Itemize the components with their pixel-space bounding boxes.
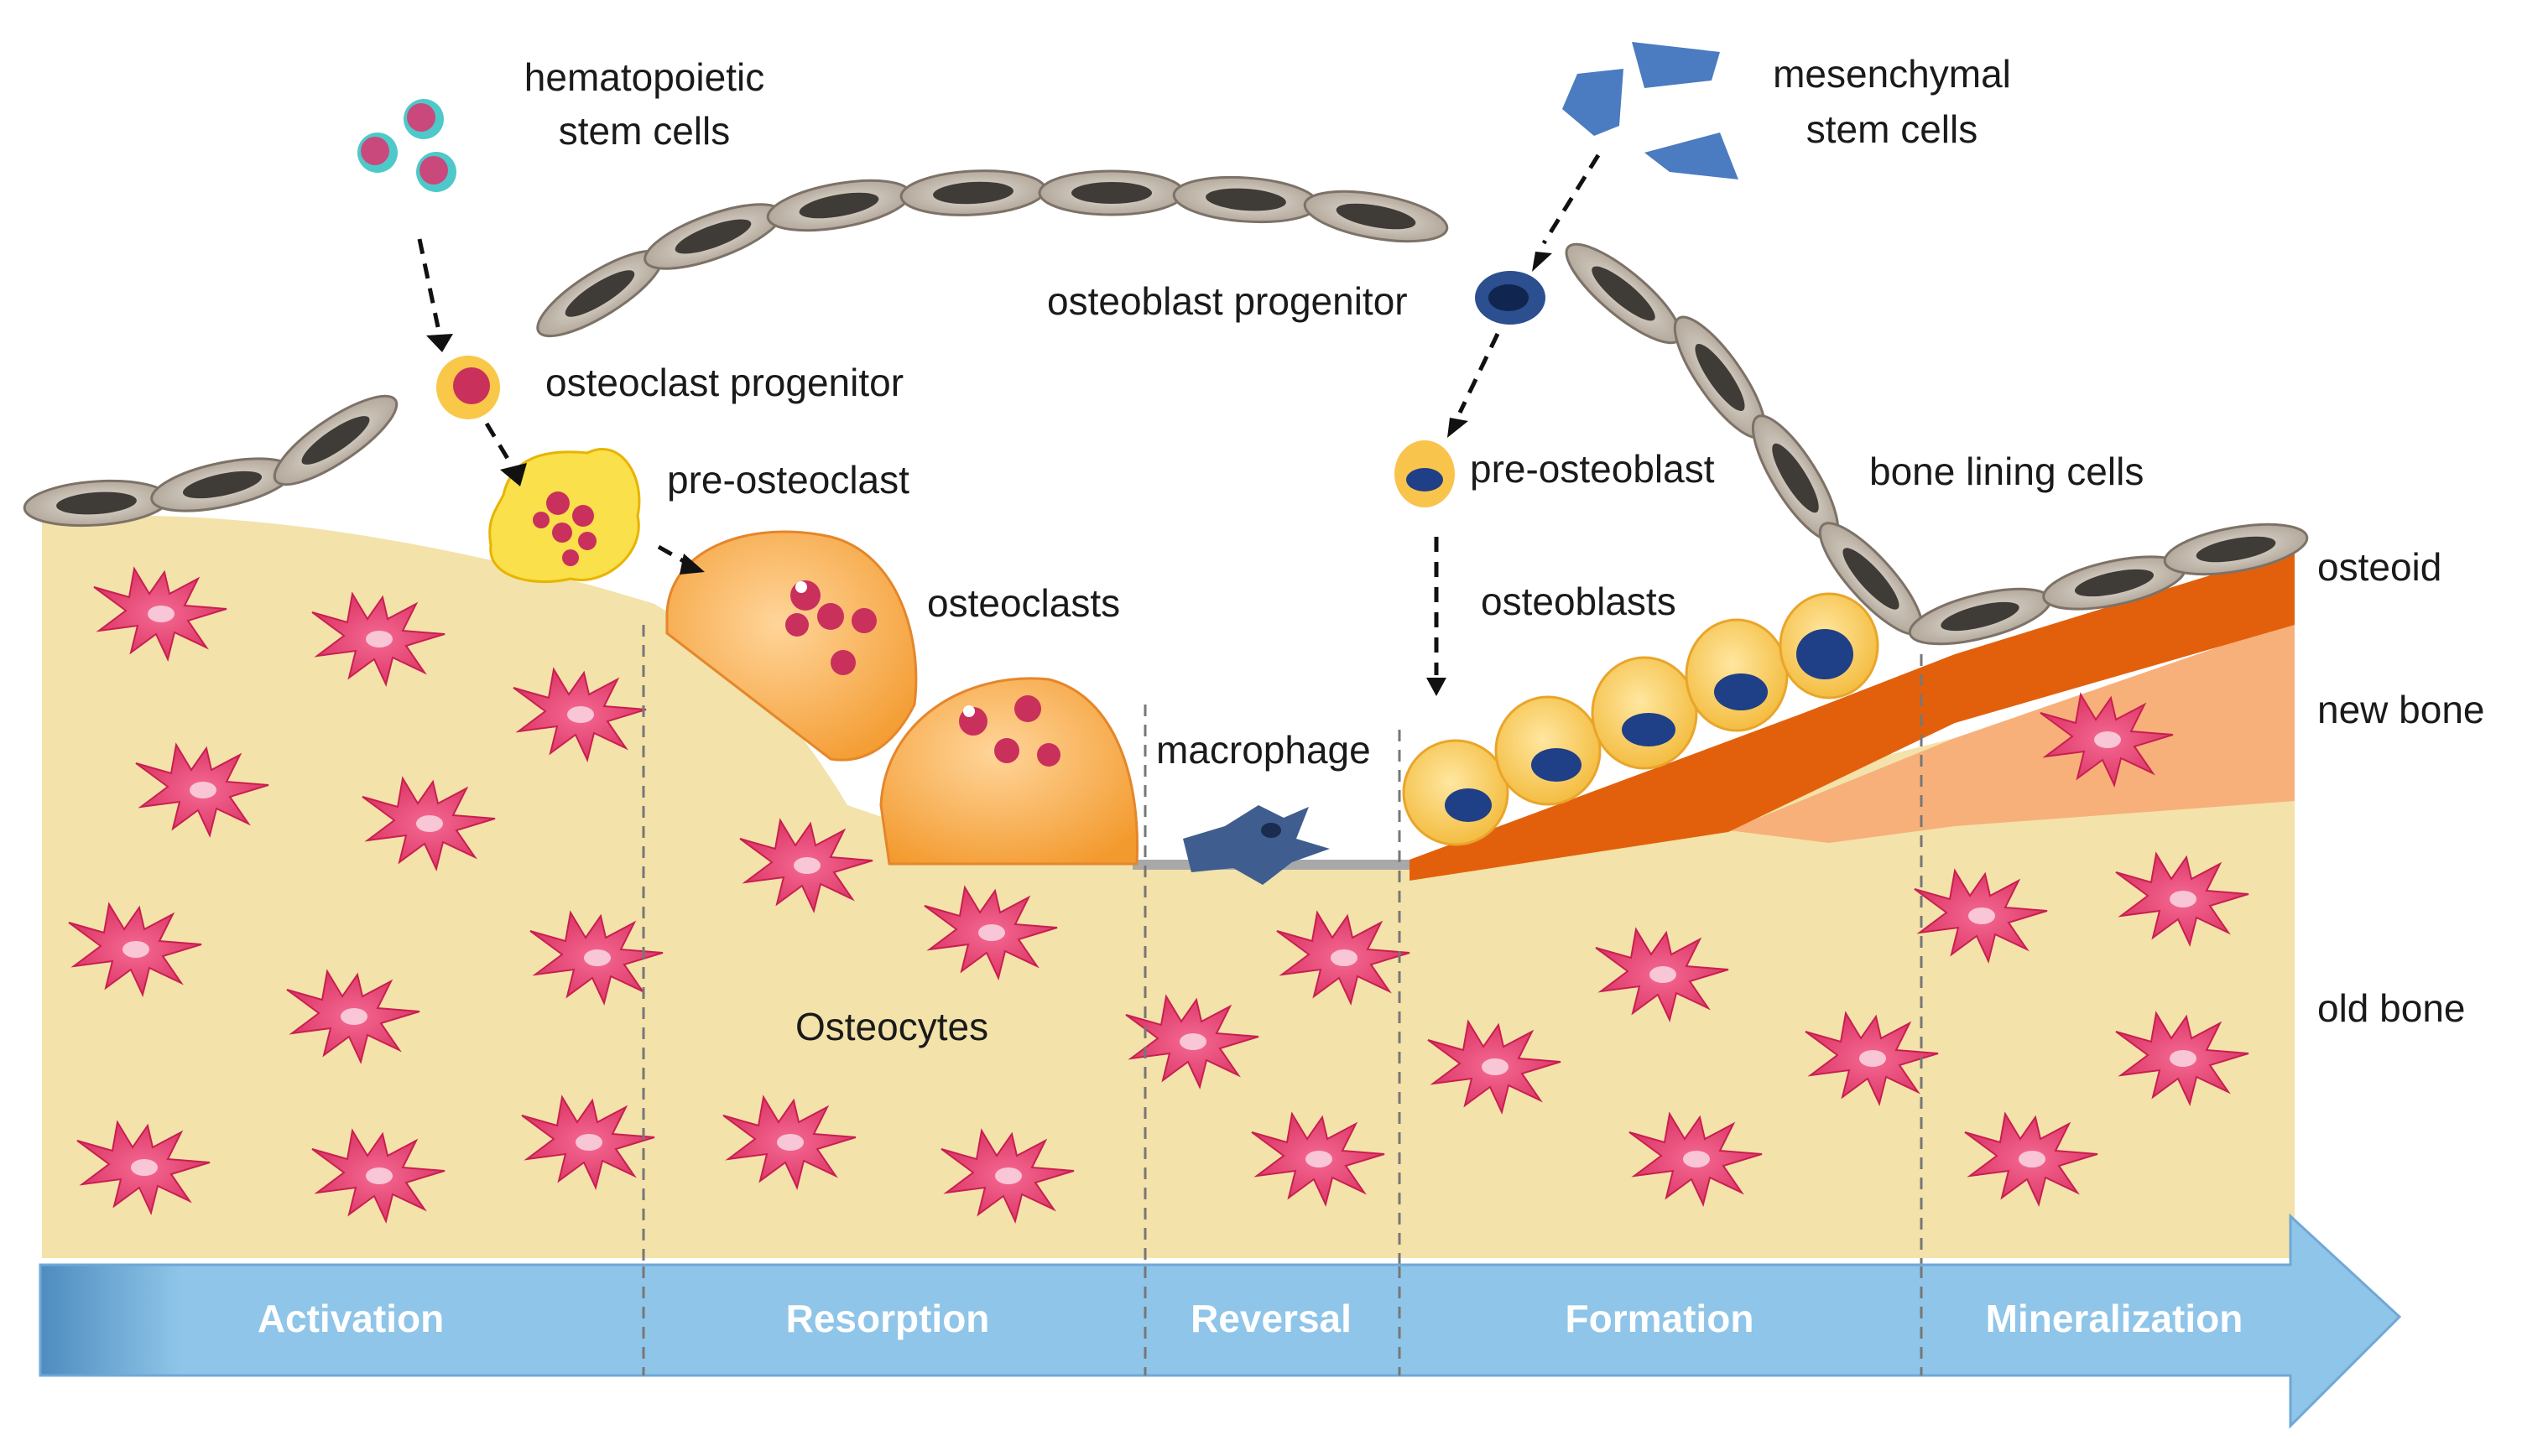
label-osteocytes: Osteocytes bbox=[795, 1005, 988, 1048]
osteoclast-progenitor-cell bbox=[436, 356, 500, 419]
phase-label-formation: Formation bbox=[1566, 1297, 1754, 1340]
bone-lining-cell bbox=[1038, 169, 1185, 216]
bone-lining-cell bbox=[1552, 229, 1695, 358]
label-osteoclast-progenitor: osteoclast progenitor bbox=[545, 361, 904, 404]
label-mesenchymal: mesenchymal bbox=[1773, 52, 2011, 96]
phase-label-activation: Activation bbox=[258, 1297, 444, 1340]
label-pre-osteoclast: pre-osteoclast bbox=[667, 458, 909, 502]
label-bone-lining-cells: bone lining cells bbox=[1869, 450, 2144, 493]
bone-lining-cell bbox=[145, 447, 300, 523]
label-osteoblast-progenitor: osteoblast progenitor bbox=[1047, 279, 1408, 323]
phase-label-reversal: Reversal bbox=[1191, 1297, 1352, 1340]
phase-label-mineralization: Mineralization bbox=[1986, 1297, 2243, 1340]
phase-dividers bbox=[642, 625, 1923, 1375]
bone-lining-cell bbox=[1170, 171, 1321, 228]
osteoblast-cell bbox=[1591, 656, 1698, 770]
arrowhead bbox=[1426, 678, 1446, 696]
label-new-bone: new bone bbox=[2317, 688, 2485, 731]
label-old-bone: old bone bbox=[2317, 986, 2466, 1030]
arrowhead bbox=[500, 463, 527, 486]
pre-osteoclast-cell bbox=[488, 447, 641, 584]
new-bone-region bbox=[1728, 621, 2295, 843]
band-dividers bbox=[642, 1266, 1923, 1375]
bone-lining-cell bbox=[636, 190, 790, 283]
arrowhead bbox=[1447, 418, 1468, 438]
osteoclast-cell bbox=[665, 530, 918, 762]
macrophage-cell bbox=[1183, 805, 1330, 885]
osteoblast-cell bbox=[1685, 618, 1789, 732]
arrowhead bbox=[1532, 252, 1552, 272]
arrowheads bbox=[426, 252, 1552, 696]
osteoclast-cell bbox=[879, 677, 1139, 866]
label-hematopoietic: hematopoietic bbox=[524, 55, 764, 99]
bone-lining-cell bbox=[763, 169, 915, 242]
osteoid-layer bbox=[1410, 549, 2295, 881]
pre-osteoblast-cell bbox=[1394, 440, 1455, 507]
bone-lining-cell bbox=[262, 380, 409, 501]
label-osteoclasts: osteoclasts bbox=[927, 581, 1120, 625]
label-osteoid: osteoid bbox=[2317, 545, 2441, 589]
osteoblast-cell bbox=[1494, 695, 1602, 806]
mesenchymal-stem-cells bbox=[1562, 42, 1738, 179]
osteoblast-cell bbox=[1402, 739, 1509, 846]
phase-label-resorption: Resorption bbox=[786, 1297, 990, 1340]
osteoblast-cell bbox=[1779, 592, 1879, 699]
hematopoietic-stem-cells bbox=[357, 99, 456, 192]
label-osteoblasts: osteoblasts bbox=[1481, 580, 1676, 623]
label-stem-cells-hsc: stem cells bbox=[559, 109, 730, 153]
osteoblasts-group bbox=[1402, 592, 1879, 846]
arrowhead bbox=[426, 334, 453, 352]
bone-lining-cell bbox=[1300, 180, 1452, 252]
phase-arrow-band bbox=[39, 1213, 2402, 1429]
arrow-progenitor-to-preosteoblast bbox=[1457, 332, 1500, 414]
label-stem-cells-msc: stem cells bbox=[1806, 107, 1977, 151]
arrowhead bbox=[680, 554, 705, 575]
arrow-hsc-to-progenitor bbox=[417, 238, 440, 328]
label-macrophage: macrophage bbox=[1156, 728, 1371, 772]
label-pre-osteoblast: pre-osteoblast bbox=[1470, 447, 1715, 491]
osteoblast-progenitor-cell bbox=[1475, 271, 1545, 325]
arrow-progenitor-to-preosteoclast bbox=[484, 422, 514, 467]
arrow-msc-to-osteoblast-progenitor bbox=[1541, 153, 1601, 245]
bone-lining-cell bbox=[899, 166, 1048, 220]
